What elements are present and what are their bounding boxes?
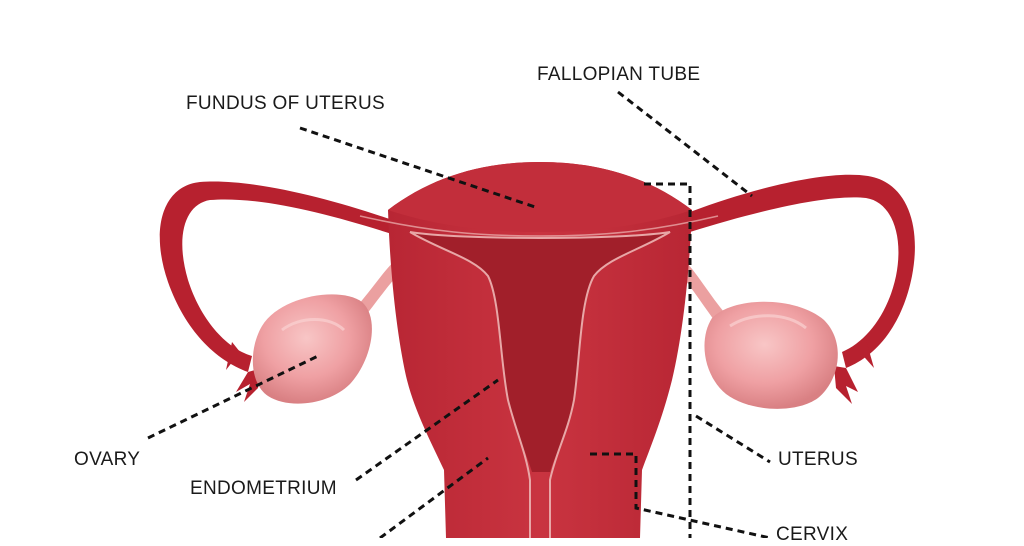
leader-fallopian-tube — [617, 90, 753, 198]
leader-uterus — [695, 414, 771, 464]
label-endometrium: ENDOMETRIUM — [190, 478, 337, 499]
endometrium-outline — [409, 231, 671, 538]
fundus — [388, 162, 692, 232]
right-fallopian-tube — [690, 174, 915, 404]
label-cervix: CERVIX — [776, 524, 849, 545]
leader-endometrium — [355, 378, 499, 482]
left-ovary — [252, 294, 372, 404]
label-fallopian-tube: FALLOPIAN TUBE — [537, 64, 701, 85]
label-fundus-of-uterus: FUNDUS OF UTERUS — [186, 93, 386, 114]
leader-fundus — [299, 126, 539, 210]
endometrium-outline-left — [409, 231, 531, 538]
leader-extra — [379, 456, 489, 538]
uterus-bracket — [644, 182, 692, 538]
right-ovary — [704, 301, 838, 409]
tube-junction-line — [359, 215, 719, 237]
leader-ovary — [147, 354, 319, 440]
label-ovary: OVARY — [74, 449, 141, 470]
endometrium-cavity — [410, 232, 670, 472]
leader-cervix — [590, 452, 771, 538]
label-uterus: UTERUS — [778, 449, 858, 470]
